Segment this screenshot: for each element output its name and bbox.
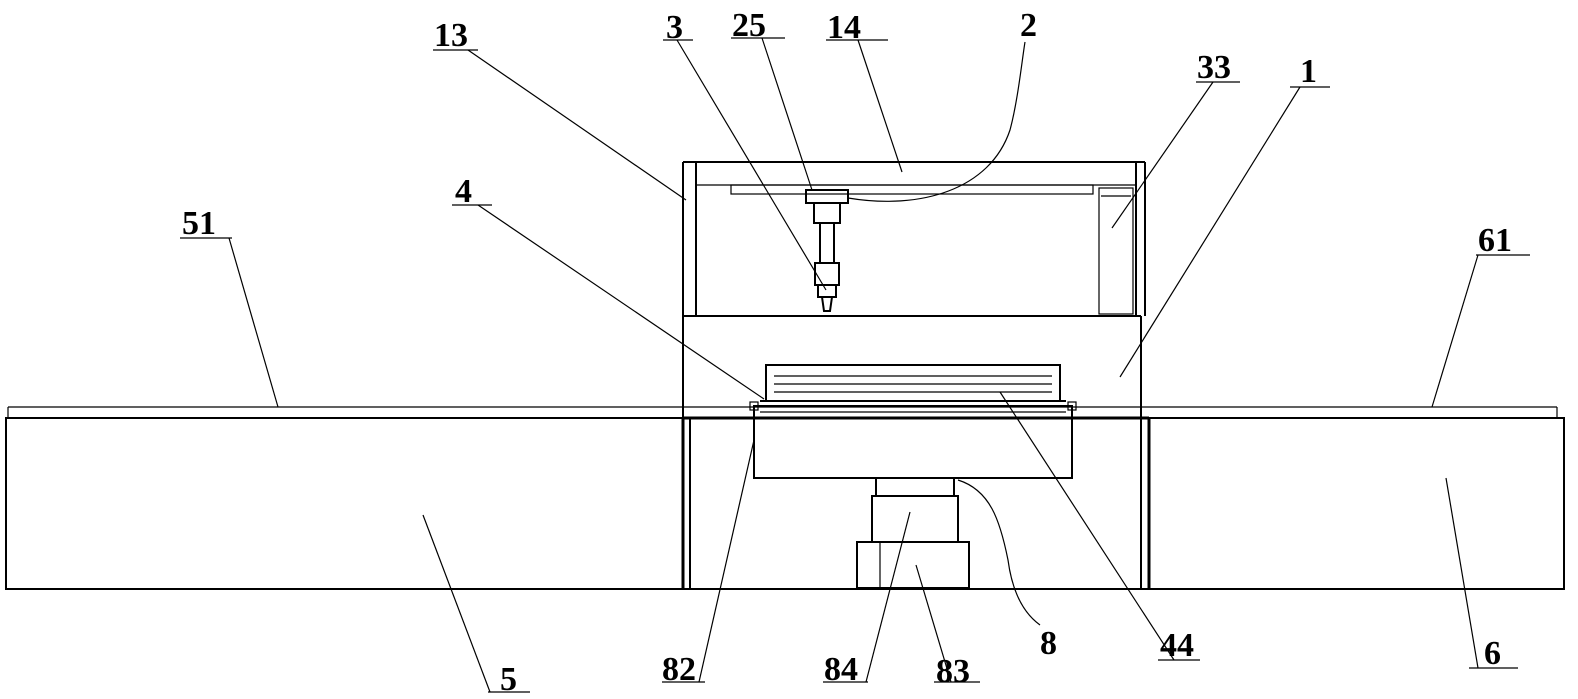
label-1: 1 [1300,53,1317,90]
cable-2 [847,41,1026,202]
label-3: 3 [666,9,683,46]
label-14: 14 [827,9,861,46]
label-83: 83 [936,653,970,690]
part-labels: 13 3 25 14 2 33 1 4 51 61 82 84 83 8 44 … [182,7,1512,698]
label-13: 13 [434,17,468,54]
label-5: 5 [500,661,517,698]
right-table-6 [1147,406,1565,590]
label-25: 25 [732,7,766,44]
label-4: 4 [455,173,472,210]
label-2: 2 [1020,7,1037,44]
central-base-1 [682,315,1149,590]
label-82: 82 [662,651,696,688]
label-61: 61 [1478,222,1512,259]
left-table-5 [5,406,685,590]
label-6: 6 [1484,635,1501,672]
label-33: 33 [1197,49,1231,86]
label-8: 8 [1040,625,1057,662]
cable-8 [957,479,1041,626]
label-44: 44 [1160,627,1194,664]
upper-housing-13 [682,161,1146,316]
label-84: 84 [824,651,858,688]
tray-4 [749,364,1077,479]
label-51: 51 [182,205,216,242]
tool-head-3 [805,189,849,312]
side-box-33 [1098,187,1134,315]
leader-lines [180,37,1530,693]
lift-cylinder-84 [856,477,970,589]
